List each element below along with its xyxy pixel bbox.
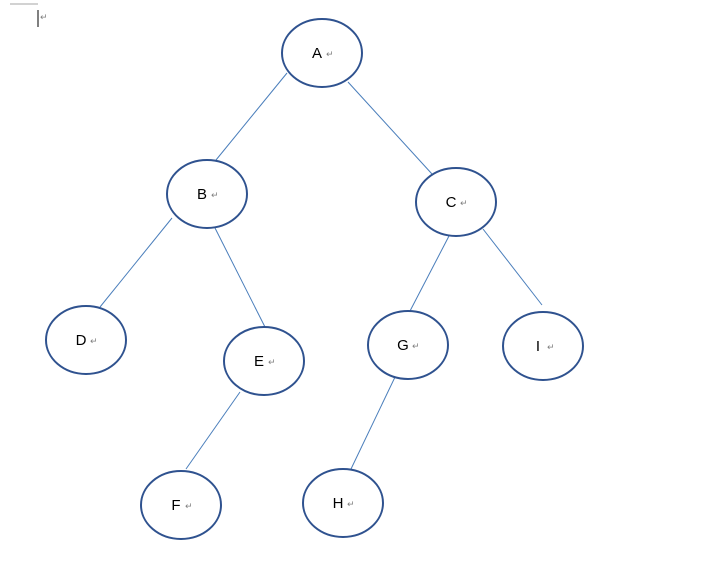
node-b-ellipse[interactable] <box>166 159 248 229</box>
node-e-paragraph-mark: ↵ <box>268 358 276 368</box>
node-d-label: D <box>76 332 87 349</box>
node-a-paragraph-mark: ↵ <box>326 50 334 60</box>
document-margin-area: ↵ <box>10 3 48 27</box>
node-f[interactable]: F↵ <box>140 470 222 540</box>
edge-a-c <box>347 81 433 175</box>
node-d-paragraph-mark: ↵ <box>90 337 98 347</box>
edge-e-f <box>185 391 241 470</box>
node-g-label: G <box>397 337 409 354</box>
node-e-label: E <box>254 353 264 370</box>
edge-c-g <box>409 235 450 312</box>
node-h-label: H <box>333 495 344 512</box>
edge-g-h <box>350 374 397 470</box>
node-b-paragraph-mark: ↵ <box>211 191 219 201</box>
tree-edges <box>99 72 543 470</box>
node-i[interactable]: I↵ <box>502 311 584 381</box>
node-e[interactable]: E↵ <box>223 326 305 396</box>
node-c-ellipse[interactable] <box>415 167 497 237</box>
node-e-ellipse[interactable] <box>223 326 305 396</box>
tree-nodes: A↵B↵C↵D↵E↵G↵I↵F↵H↵ <box>45 18 584 540</box>
node-c[interactable]: C↵ <box>415 167 497 237</box>
node-i-paragraph-mark: ↵ <box>547 343 555 353</box>
node-d[interactable]: D↵ <box>45 305 127 375</box>
node-a[interactable]: A↵ <box>281 18 363 88</box>
node-f-label: F <box>171 497 180 514</box>
edge-c-i <box>482 228 543 306</box>
edge-b-d <box>99 217 173 308</box>
document-paragraph-mark: ↵ <box>40 13 48 23</box>
node-c-paragraph-mark: ↵ <box>460 199 468 209</box>
node-d-ellipse[interactable] <box>45 305 127 375</box>
node-h-ellipse[interactable] <box>302 468 384 538</box>
node-a-label: A <box>312 45 322 62</box>
node-b[interactable]: B↵ <box>166 159 248 229</box>
edge-b-e <box>214 227 266 328</box>
node-f-paragraph-mark: ↵ <box>185 502 193 512</box>
node-i-ellipse[interactable] <box>502 311 584 381</box>
node-a-ellipse[interactable] <box>281 18 363 88</box>
node-g-ellipse[interactable] <box>367 310 449 380</box>
node-h[interactable]: H↵ <box>302 468 384 538</box>
node-g[interactable]: G↵ <box>367 310 449 380</box>
node-c-label: C <box>446 194 457 211</box>
edge-a-b <box>215 72 288 161</box>
node-f-ellipse[interactable] <box>140 470 222 540</box>
node-h-paragraph-mark: ↵ <box>347 500 355 510</box>
node-g-paragraph-mark: ↵ <box>412 342 420 352</box>
node-i-label: I <box>536 338 540 355</box>
node-b-label: B <box>197 186 207 203</box>
